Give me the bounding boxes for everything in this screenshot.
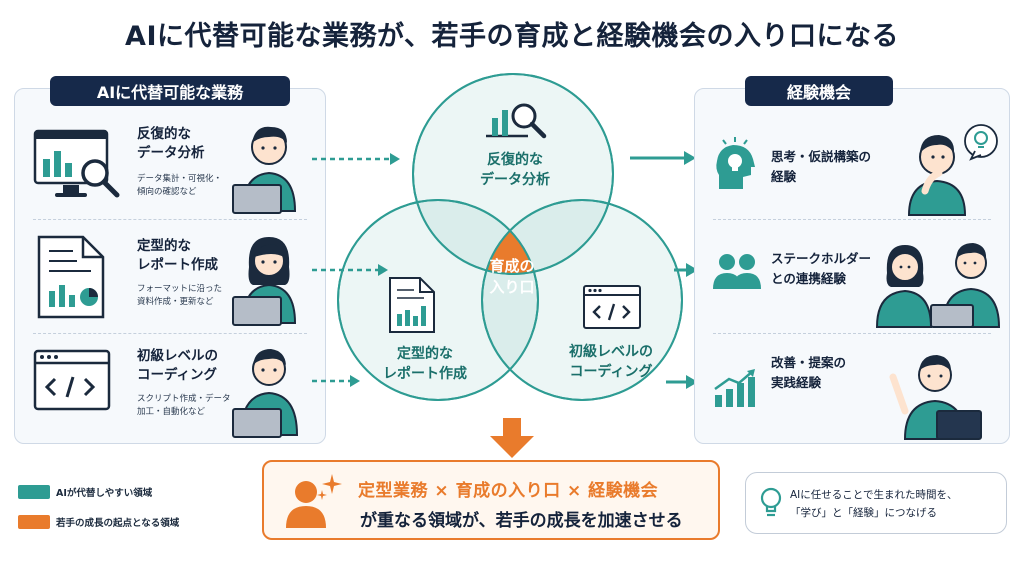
task-title-line1: 定型的な [137, 238, 191, 254]
person-laptop-illustration [232, 126, 297, 214]
person-thinking-illustration [907, 124, 998, 216]
task-desc-line2: 傾向の確認など [137, 187, 197, 197]
note-box: AIに任せることで生まれた時間を、 「学び」と「経験」につなげる [745, 472, 1007, 534]
legend-label: AIが代替しやすい領域 [56, 488, 153, 499]
task-title-line2: データ分析 [137, 145, 205, 161]
task-desc-line2: 加工・自動化など [137, 407, 206, 417]
code-window-icon [33, 349, 111, 411]
page-title: AIに代替可能な業務が、若手の育成と経験機会の入り口になる [125, 21, 899, 52]
venn-left-line2: レポート作成 [383, 366, 467, 382]
task-title-line1: 初級レベルの [137, 348, 218, 364]
exp-title-line1: ステークホルダー [771, 251, 872, 266]
key-message-line2: が重なる領域が、若手の成長を加速させる [360, 511, 683, 531]
report-document-icon [37, 235, 105, 319]
solid-arrow-exp3 [666, 375, 698, 389]
task-desc-line1: スクリプト作成・データ [137, 394, 231, 404]
exp-title-line1: 改善・提案の [771, 355, 847, 370]
row-divider [713, 219, 991, 220]
legend-swatch-orange [18, 515, 50, 529]
venn-center-line2: 入り口 [489, 278, 535, 296]
key-message-box: 定型業務 × 育成の入り口 × 経験機会 が重なる領域が、若手の成長を加速させる [262, 460, 720, 540]
note-line2: 「学び」と「経験」につなげる [790, 507, 937, 519]
code-window-icon [583, 285, 641, 329]
experience-row-thinking: 思考・仮説構築の 経験 [695, 107, 1009, 217]
left-panel-heading: AIに代替可能な業務 [50, 76, 290, 106]
monitor-chart-magnifier-icon [33, 129, 120, 198]
bar-chart-magnifier-icon [486, 103, 547, 139]
dashed-arrow-row2 [312, 264, 388, 276]
legend-swatch-teal [18, 485, 50, 499]
task-row-coding: 初級レベルの コーディング スクリプト作成・データ 加工・自動化など [15, 335, 325, 445]
down-arrow-icon [490, 418, 534, 458]
task-title-line1: 反復的な [137, 126, 191, 142]
venn-top-line1: 反復的な [487, 152, 543, 168]
task-title-line2: コーディング [137, 367, 218, 383]
person-sparkle-icon [286, 474, 342, 528]
venn-right-line1: 初級レベルの [569, 344, 653, 360]
report-document-icon [389, 277, 435, 333]
experience-row-improvement: 改善・提案の 実践経験 [695, 335, 1009, 445]
legend-item-growth: 若手の成長の起点となる領域 [18, 514, 179, 530]
row-divider [713, 333, 991, 334]
exp-title-line2: との連携経験 [771, 271, 846, 286]
task-desc-line1: データ集計・可視化・ [137, 174, 223, 184]
dashed-arrow-row1 [312, 153, 400, 165]
row-divider [33, 333, 307, 334]
row-divider [33, 219, 307, 220]
legend-item-ai: AIが代替しやすい領域 [18, 484, 152, 500]
task-title-line2: レポート作成 [137, 257, 218, 273]
venn-top-line2: データ分析 [480, 172, 550, 188]
note-line1: AIに任せることで生まれた時間を、 [790, 489, 958, 501]
people-group-icon [713, 254, 761, 289]
exp-title-line2: 実践経験 [771, 375, 822, 390]
task-desc-line1: フォーマットに沿った [137, 284, 223, 294]
task-desc-line2: 資料作成・更新など [137, 297, 214, 307]
venn-center-line1: 育成の [489, 257, 535, 275]
lightbulb-icon [760, 487, 782, 517]
experience-row-stakeholder: ステークホルダー との連携経験 [695, 221, 1009, 331]
dashed-arrow-row3 [312, 375, 360, 387]
right-panel: 思考・仮説構築の 経験 ステークホルダー との連携経験 [694, 88, 1010, 444]
two-people-meeting-illustration [875, 243, 1001, 328]
person-laptop-illustration [232, 237, 297, 326]
legend-label: 若手の成長の起点となる領域 [56, 518, 180, 529]
key-message-line1: 定型業務 × 育成の入り口 × 経験機会 [358, 481, 659, 501]
right-panel-heading: 経験機会 [745, 76, 893, 106]
venn-left-line1: 定型的な [397, 346, 453, 362]
person-laptop-illustration [232, 349, 299, 438]
venn-right-line2: コーディング [569, 364, 653, 380]
task-row-report: 定型的な レポート作成 フォーマットに沿った 資料作成・更新など [15, 221, 325, 331]
exp-title-line2: 経験 [771, 169, 797, 184]
left-panel: 反復的な データ分析 データ集計・可視化・ 傾向の確認など [14, 88, 326, 444]
solid-arrow-exp1 [630, 151, 696, 165]
exp-title-line1: 思考・仮説構築の [771, 149, 872, 164]
task-row-data-analysis: 反復的な データ分析 データ集計・可視化・ 傾向の確認など [15, 107, 325, 217]
venn-diagram [337, 73, 683, 401]
person-idea-illustration [889, 355, 982, 440]
head-lightbulb-icon [716, 137, 755, 189]
growth-chart-icon [714, 369, 755, 407]
solid-arrow-exp2 [674, 263, 698, 277]
